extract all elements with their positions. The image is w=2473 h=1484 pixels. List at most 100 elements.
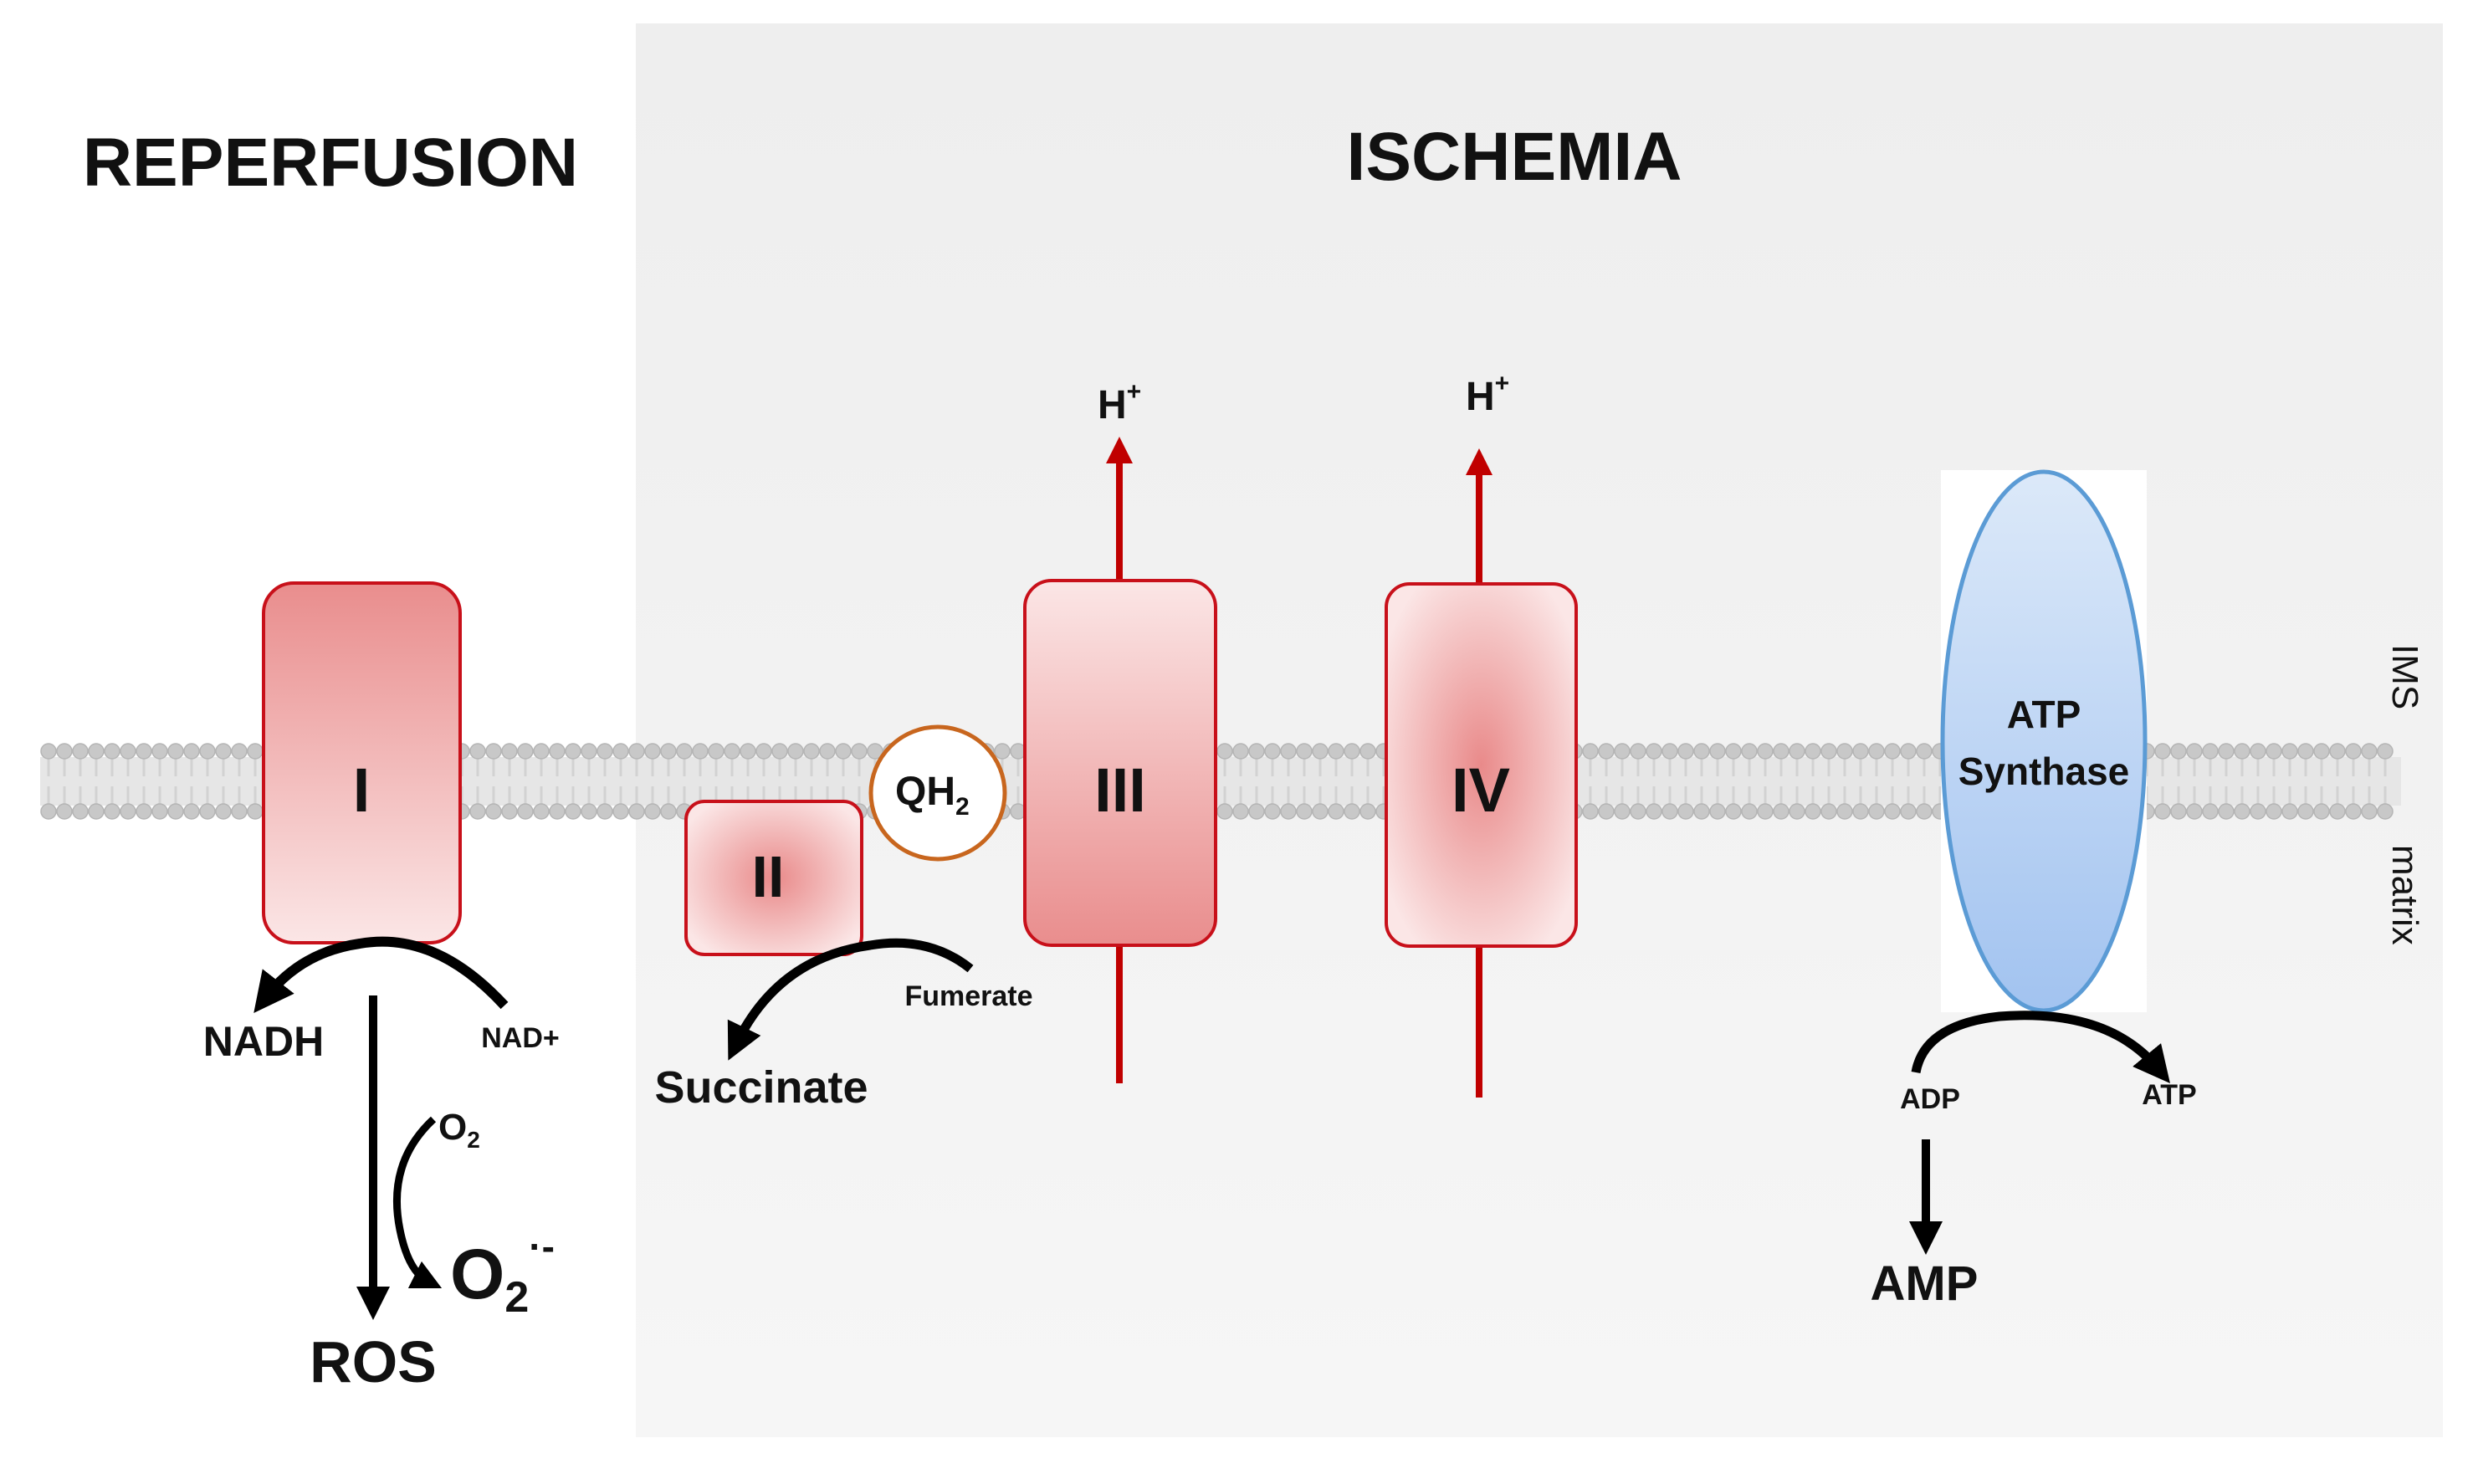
lipid-head xyxy=(2202,743,2219,760)
lipid-head xyxy=(2170,803,2187,820)
lipid-head xyxy=(2297,803,2314,820)
complex-iii xyxy=(1023,579,1217,947)
lipid-head xyxy=(1216,743,1233,760)
lipid-head xyxy=(2313,803,2330,820)
lipid-head xyxy=(56,743,73,760)
lipid-head xyxy=(644,743,661,760)
lipid-head xyxy=(612,803,629,820)
ischemia-title: ISCHEMIA xyxy=(1347,119,1682,195)
lipid-head xyxy=(1646,803,1662,820)
lipid-head xyxy=(2266,743,2282,760)
lipid-head xyxy=(1805,803,1821,820)
lipid-head xyxy=(1661,743,1678,760)
nad-plus-label: NAD+ xyxy=(481,1022,560,1054)
lipid-head xyxy=(1582,743,1599,760)
lipid-head xyxy=(104,803,120,820)
lipid-head xyxy=(1900,743,1917,760)
lipid-head xyxy=(644,803,661,820)
lipid-head xyxy=(1598,743,1615,760)
lipid-head xyxy=(485,743,502,760)
lipid-head xyxy=(1789,803,1805,820)
adp-atp-arc xyxy=(1911,1011,2170,1083)
lipid-head xyxy=(740,743,756,760)
lipid-head xyxy=(1630,803,1646,820)
lipid-head xyxy=(1709,803,1726,820)
ros-label: ROS xyxy=(310,1329,437,1394)
lipid-head xyxy=(1884,803,1901,820)
complex-ii-label: II xyxy=(752,844,785,909)
lipid-head xyxy=(1868,803,1885,820)
lipid-head xyxy=(72,743,89,760)
lipid-head xyxy=(1280,803,1297,820)
lipid-head xyxy=(136,743,152,760)
lipid-head xyxy=(1773,743,1789,760)
nadh-nad-arc xyxy=(253,936,509,1013)
lipid-head xyxy=(56,803,73,820)
lipid-head xyxy=(533,803,550,820)
lipid-head xyxy=(2281,803,2298,820)
lipid-head xyxy=(1661,803,1678,820)
lipid-head xyxy=(1359,803,1376,820)
lipid-head xyxy=(1614,803,1631,820)
lipid-head xyxy=(136,803,152,820)
lipid-head xyxy=(1344,743,1360,760)
lipid-head xyxy=(1757,743,1774,760)
lipid-head xyxy=(2218,803,2235,820)
lipid-head xyxy=(1709,743,1726,760)
lipid-head xyxy=(469,803,486,820)
lipid-head xyxy=(596,743,613,760)
lipid-head xyxy=(2266,803,2282,820)
lipid-head xyxy=(628,743,645,760)
lipid-head xyxy=(120,803,136,820)
lipid-head xyxy=(1820,743,1837,760)
lipid-head xyxy=(1741,743,1758,760)
nadh-label: NADH xyxy=(203,1018,324,1065)
lipid-head xyxy=(151,743,168,760)
lipid-head xyxy=(819,743,836,760)
lipid-head xyxy=(1328,803,1344,820)
lipid-head xyxy=(994,743,1011,760)
lipid-head xyxy=(867,743,883,760)
lipid-head xyxy=(1280,743,1297,760)
lipid-head xyxy=(1900,803,1917,820)
lipid-head xyxy=(247,743,264,760)
lipid-head xyxy=(2154,803,2171,820)
complex-ii xyxy=(684,800,863,956)
o2-superoxide-arc xyxy=(392,1116,443,1289)
lipid-head xyxy=(1852,803,1869,820)
lipid-head xyxy=(1820,803,1837,820)
succinate-label: Succinate xyxy=(654,1062,868,1113)
lipid-head xyxy=(1741,803,1758,820)
superoxide-label: O2·- xyxy=(450,1225,555,1322)
lipid-head xyxy=(771,743,788,760)
lipid-head xyxy=(581,743,597,760)
lipid-head xyxy=(565,803,581,820)
lipid-head xyxy=(1359,743,1376,760)
matrix-label: matrix xyxy=(2384,845,2425,945)
qh2-label: QH2 xyxy=(895,770,970,821)
lipid-head xyxy=(1773,803,1789,820)
fumerate-label: Fumerate xyxy=(904,980,1032,1012)
lipid-head xyxy=(88,803,105,820)
lipid-head xyxy=(183,743,200,760)
lipid-head xyxy=(215,743,232,760)
lipid-head xyxy=(787,743,804,760)
lipid-head xyxy=(2297,743,2314,760)
lipid-head xyxy=(2345,803,2362,820)
adp-label: ADP xyxy=(1900,1083,1960,1115)
lipid-head xyxy=(501,803,518,820)
lipid-head xyxy=(517,743,534,760)
lipid-head xyxy=(660,803,677,820)
lipid-head xyxy=(2281,743,2298,760)
lipid-head xyxy=(1582,803,1599,820)
succinate-fumerate-arc xyxy=(727,938,974,1061)
lipid-head xyxy=(1264,803,1281,820)
lipid-head xyxy=(1630,743,1646,760)
lipid-head xyxy=(1296,743,1313,760)
lipid-head xyxy=(120,743,136,760)
lipid-head xyxy=(1836,743,1853,760)
lipid-head xyxy=(40,803,57,820)
lipid-head xyxy=(1264,743,1281,760)
lipid-head xyxy=(2361,743,2378,760)
